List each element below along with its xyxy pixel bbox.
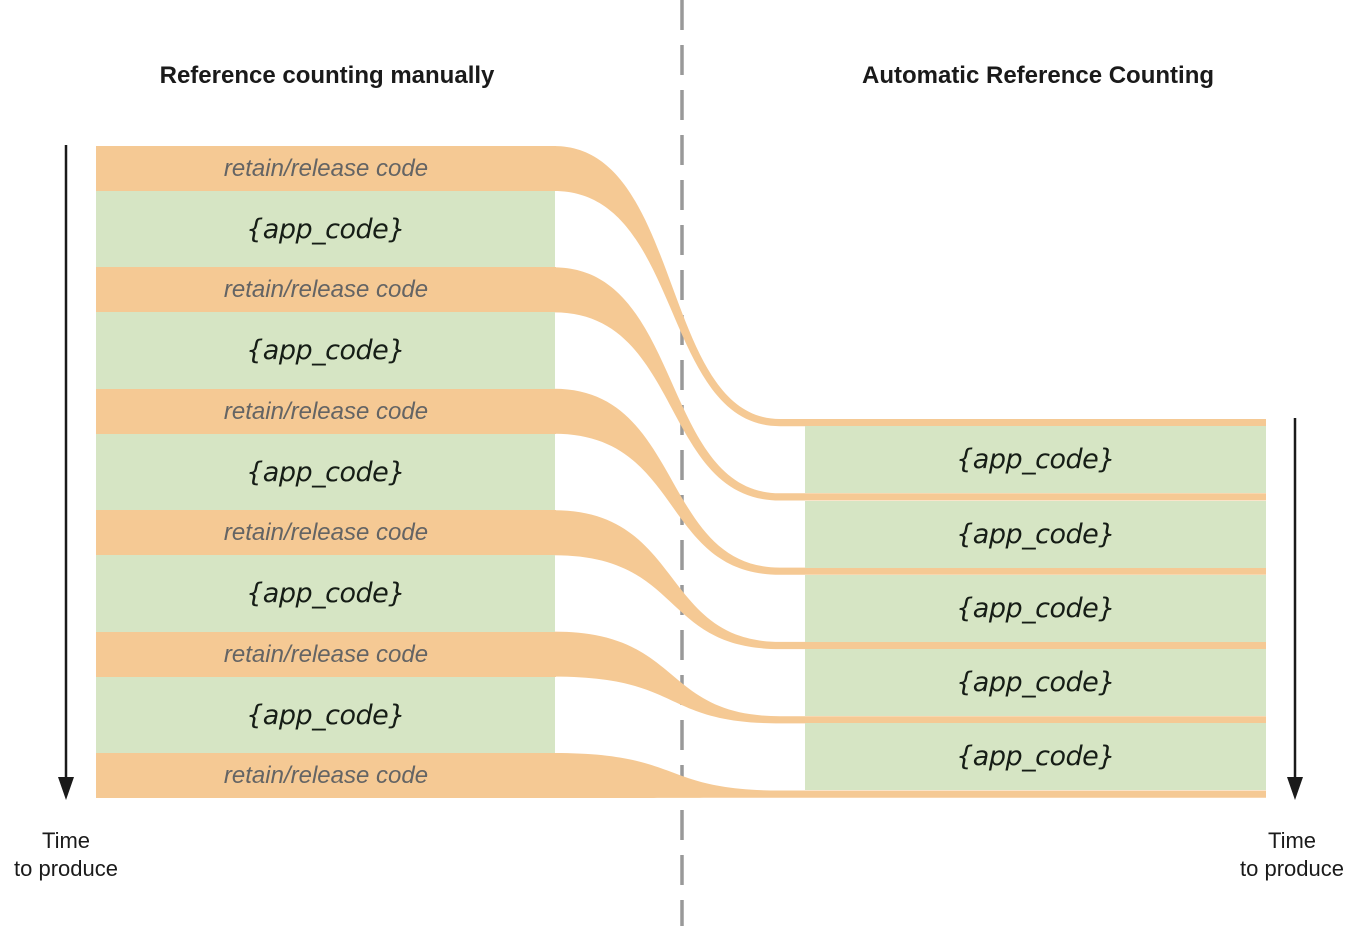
time-arrow-left [58,145,74,800]
retain-release-band: retain/release code [96,753,556,798]
retain-release-band: retain/release code [96,267,556,313]
arc-app-code-block: {app_code} [805,426,1266,494]
retain-release-flow-ribbon [554,753,1266,798]
retain-release-band: retain/release code [96,388,556,434]
app-code-band: {app_code} [96,312,555,390]
retain-release-band: retain/release code [96,510,556,556]
right-panel-title: Automatic Reference Counting [861,62,1215,89]
arc-app-code-block: {app_code} [805,723,1266,791]
arc-app-code-block: {app_code} [805,500,1266,568]
retain-release-band: retain/release code [96,146,556,191]
time-to-produce-label-left: Time to produce [0,827,136,883]
time-label-line2: to produce [14,856,118,881]
time-to-produce-label-right: Time to produce [1222,827,1352,883]
app-code-band: {app_code} [96,433,555,511]
time-arrow-right [1287,418,1303,800]
left-panel-title: Reference counting manually [159,62,495,89]
app-code-band: {app_code} [96,555,555,633]
time-label-line1: Time [41,828,91,853]
retain-release-band: retain/release code [96,631,556,677]
app-code-band: {app_code} [96,676,555,754]
time-label-line2: to produce [1240,856,1344,881]
arc-app-code-block: {app_code} [805,649,1266,717]
app-code-band: {app_code} [96,191,555,268]
arc-app-code-block: {app_code} [805,574,1266,642]
time-label-line1: Time [1267,828,1317,853]
